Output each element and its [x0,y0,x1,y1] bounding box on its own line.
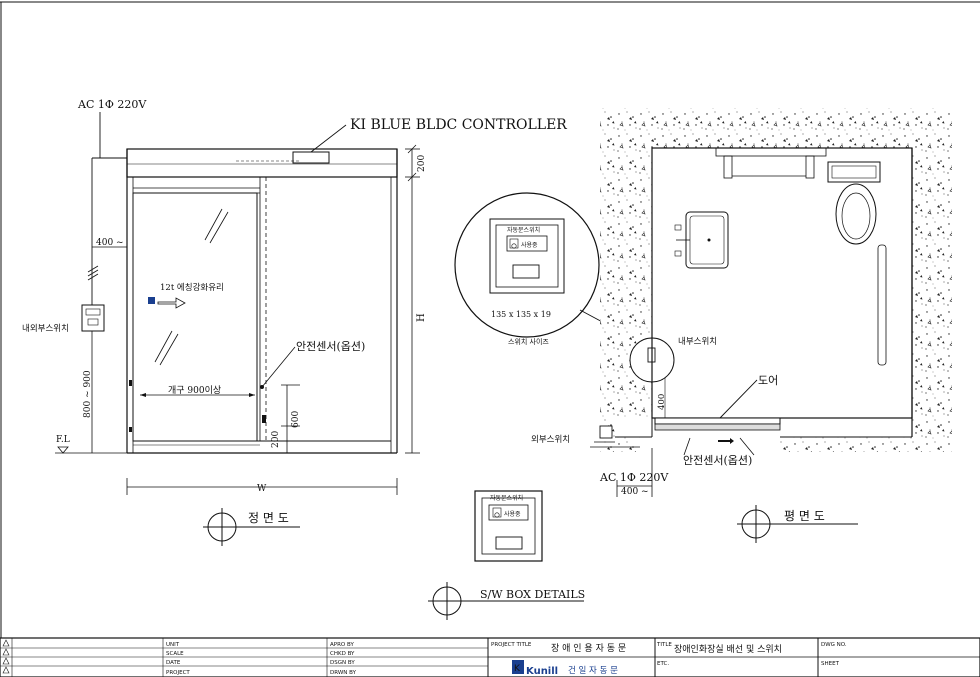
dim-side-400: 400 ~ [96,238,124,248]
plan-power-label: AC 1Φ 220V [599,471,669,484]
dim-top-200: 200 [417,155,427,172]
plan-external-switch-label: 외부스위치 [531,434,570,445]
floor-label: F.L [56,435,70,445]
tb-project-title: 장 애 인 용 자 동 문 [551,643,626,654]
front-power-label: AC 1Φ 220V [77,98,147,111]
tb-unit: UNIT [166,642,180,648]
opening-label: 개구 900이상 [168,385,221,396]
controller-label: KI BLUE BLDC CONTROLLER [350,117,567,133]
external-switch-box [81,304,105,332]
door-panel [654,417,781,425]
dim-800-900: 800 ~ 900 [83,370,93,418]
tb-date: DATE [166,660,181,666]
controller-box [292,151,330,164]
title-block: UNIT SCALE DATE PROJECT APRO BY CHKD BY … [0,637,980,677]
tb-sheet: SHEET [821,661,840,667]
width-label: W [257,484,267,494]
tb-title-label: TITLE [656,642,672,648]
company-logo-icon [512,660,524,674]
plan-safety-sensor-label: 안전센서(옵션) [683,454,752,467]
toilet-tank [827,161,881,183]
plan-view: 내부스위치 400 도어 외부스위치 안전센서(옵션) AC 1Φ 220V 4… [531,108,952,543]
switch-size-detail: 자동문스위치 사용중 135 x 135 x 19 스위치 사이즈 [454,192,637,346]
glass-label: 12t 에칭강화유리 [160,282,224,293]
tb-scale: SCALE [166,651,184,657]
tb-project-title-label: PROJECT TITLE [491,642,532,648]
plan-view-title: 평 면 도 [784,509,825,523]
door-header [126,148,398,178]
front-view-title: 정 면 도 [248,511,289,525]
detail-switch-title: 자동문스위치 [507,226,540,234]
dim-200: 200 [271,431,281,448]
internal-switch-label: 내부스위치 [678,337,717,347]
box-switch-title: 자동문스위치 [490,494,523,502]
sw-box-title: S/W BOX DETAILS [480,588,585,601]
box-in-use: 사용중 [504,510,521,518]
tb-apro-by: APRO BY [330,642,354,648]
dim-600: 600 [291,411,301,428]
sw-box-details: 자동문스위치 사용중 S/W BOX DETAILS [428,490,585,620]
tb-title: 장애인화장실 배선 및 스위치 [674,643,782,655]
external-switch-label: 내외부스위치 [22,323,69,334]
company-logo: Kunill [526,666,558,677]
tb-drwn-by: DRWN BY [330,670,357,676]
company-name: 건 일 자 동 문 [568,665,618,676]
opening-direction-arrow-icon [157,297,186,309]
tb-dwg-no: DWG NO. [821,642,847,648]
plan-external-switch [599,425,613,439]
detail-in-use: 사용중 [521,241,538,249]
switch-size-caption: 스위치 사이즈 [508,337,549,346]
sink [685,211,729,269]
tb-etc: ETC. [657,661,669,667]
switch-size-label: 135 x 135 x 19 [491,310,551,319]
front-view: AC 1Φ 220V KI BLUE BLDC CONTROLLER [22,98,567,546]
tb-dsgn-by: DSGN BY [330,660,355,666]
door-label: 도어 [758,374,778,387]
plan-dim-400-vertical: 400 [657,394,667,410]
plan-dim-400: 400 ~ [621,487,649,497]
door-leaf [132,192,258,442]
tb-project: PROJECT [166,670,190,676]
svg-text:K: K [514,664,521,674]
accessibility-sticker [148,297,155,304]
tb-chkd-by: CHKD BY [330,651,355,657]
toilet-bowl [835,183,877,245]
dim-height-h: H [416,313,427,322]
concrete-wall [600,108,952,452]
safety-sensor-label: 안전센서(옵션) [296,340,365,353]
